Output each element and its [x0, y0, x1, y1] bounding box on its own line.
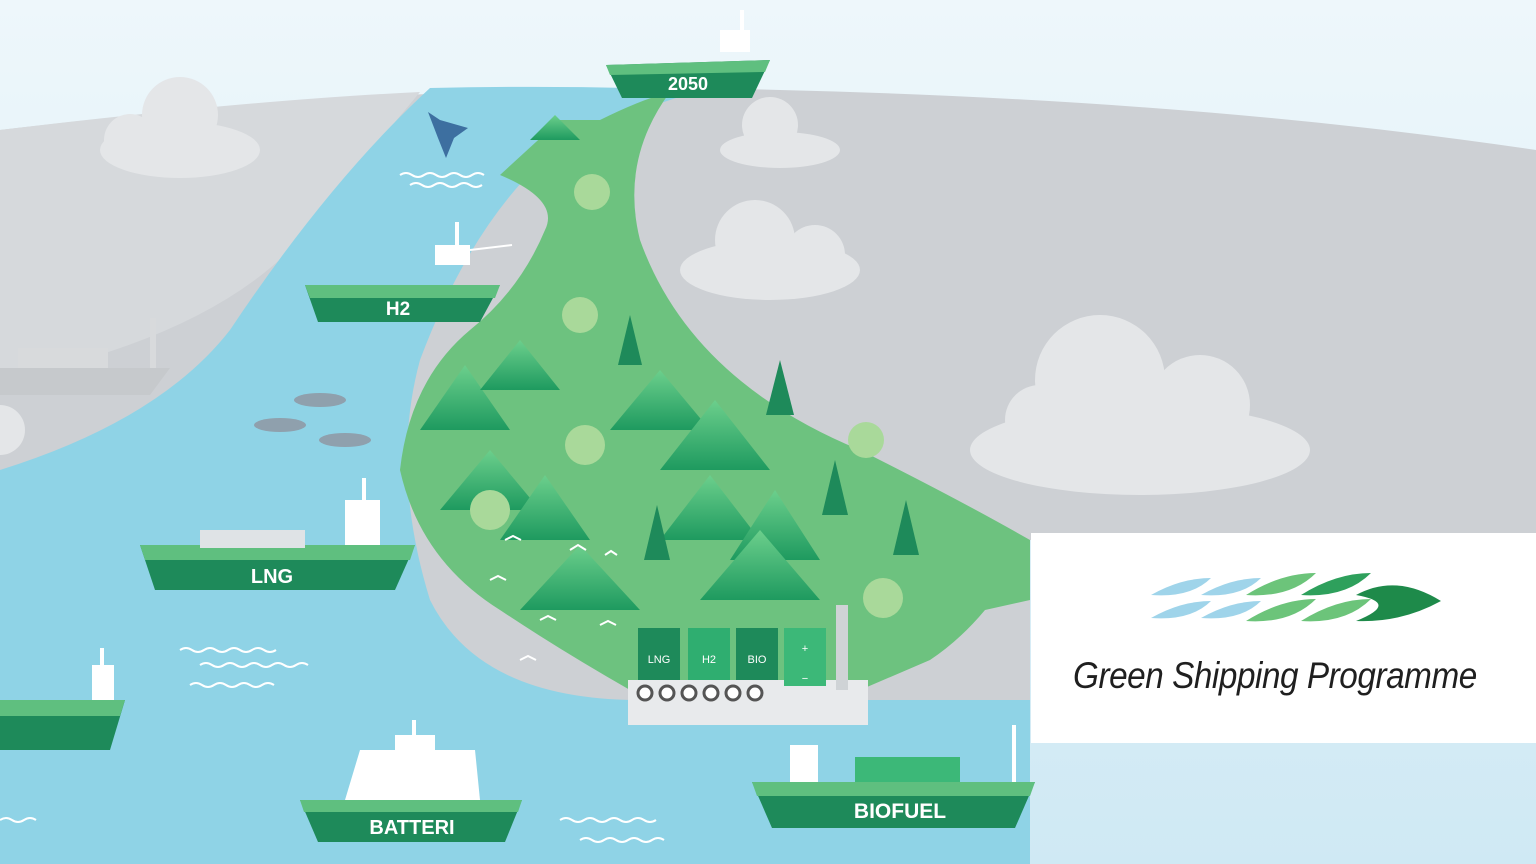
ship-label-h2: H2 — [386, 299, 410, 320]
tank-label-h2: H2 — [702, 654, 716, 666]
battery-minus: − — [802, 673, 808, 685]
land — [400, 92, 1030, 690]
fish — [254, 393, 371, 447]
ship-label-lng: LNG — [251, 566, 293, 588]
green-shipping-logo-icon — [1151, 573, 1441, 622]
logo-panel: Green Shipping Programme — [1031, 533, 1536, 743]
waves — [0, 172, 665, 843]
fuel-station — [628, 605, 868, 725]
pine-trees — [618, 315, 919, 560]
sea — [0, 86, 1030, 864]
ship-h2 — [305, 222, 513, 322]
tank-label-lng: LNG — [648, 654, 671, 666]
ship-label-batteri: BATTERI — [369, 817, 454, 839]
grey-ship — [0, 318, 170, 395]
ship-label-2050: 2050 — [668, 74, 708, 94]
ship-label-biofuel: BIOFUEL — [854, 800, 946, 823]
seagulls — [489, 534, 618, 661]
round-trees — [470, 174, 903, 618]
tank-label-bio: BIO — [748, 654, 767, 666]
battery-plus: + — [802, 643, 808, 655]
logo-title: Green Shipping Programme — [1073, 655, 1477, 696]
whale-tail — [428, 112, 468, 158]
ship-2050 — [606, 10, 770, 98]
mountains — [420, 115, 820, 610]
ship-lng — [140, 478, 415, 590]
clouds — [0, 77, 1310, 495]
ship-biofuel — [752, 725, 1035, 828]
ship-left-edge — [0, 648, 125, 750]
earth-left-band — [0, 92, 420, 380]
ship-batteri — [300, 720, 522, 842]
